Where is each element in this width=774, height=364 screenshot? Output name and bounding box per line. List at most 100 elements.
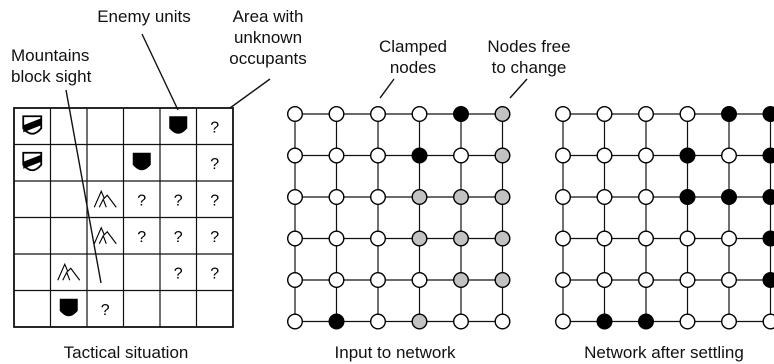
input-node-white	[370, 188, 387, 205]
enemy-units-text: Enemy units	[97, 7, 191, 26]
unknown-cell-mark: ?	[210, 119, 219, 136]
settled-node-black	[762, 230, 774, 247]
input-node-gray	[494, 147, 511, 164]
input-node-white	[328, 147, 345, 164]
input-node-white	[370, 147, 387, 164]
settled-node-white	[555, 188, 572, 205]
enemy-shield-shape	[169, 116, 188, 134]
settled-node-white	[596, 105, 613, 122]
settled-node-white	[679, 105, 696, 122]
enemy-units-label: Enemy units	[88, 6, 200, 27]
enemy-shield-icon	[59, 298, 78, 317]
caption-input: Input to network	[334, 343, 456, 362]
friendly-shield-band	[23, 154, 42, 169]
settled-node-white	[721, 272, 738, 289]
input-node-white	[287, 188, 304, 205]
input-node-white	[370, 105, 387, 122]
mountains-pointer	[65, 89, 102, 284]
caption-tactical: Tactical situation	[63, 343, 189, 362]
clamped-nodes-line-1: Clamped	[378, 37, 448, 56]
settled-node-white	[721, 147, 738, 164]
input-node-gray	[453, 230, 470, 247]
input-node-white	[494, 313, 511, 330]
unknown-area-label: Area with unknown occupants	[218, 6, 318, 69]
settled-node-white	[638, 230, 655, 247]
input-node-white	[328, 230, 345, 247]
enemy-shield-icon	[169, 116, 188, 134]
unknown-area-pointer	[229, 78, 271, 109]
settled-node-white	[638, 188, 655, 205]
input-node-white	[453, 313, 470, 330]
unknown-cell-mark: ?	[174, 192, 183, 209]
settled-node-white	[555, 147, 572, 164]
settled-node-white	[638, 105, 655, 122]
input-node-white	[287, 105, 304, 122]
input-node-gray	[411, 313, 428, 330]
pointer-lines	[65, 33, 528, 284]
free-nodes-label: Nodes free to change	[474, 36, 584, 78]
friendly-shield-icon	[22, 151, 43, 172]
input-node-gray	[453, 188, 470, 205]
input-node-white	[370, 272, 387, 289]
friendly-shield-band	[23, 118, 42, 133]
input-node-gray	[453, 272, 470, 289]
settled-node-white	[638, 272, 655, 289]
mountains-line-2: block sight	[11, 67, 92, 86]
mountain-icon	[57, 262, 81, 281]
input-node-white	[328, 188, 345, 205]
unknown-cell-mark: ?	[210, 229, 219, 246]
settled-node-white	[596, 188, 613, 205]
settled-node-white	[555, 105, 572, 122]
unknown-cell-mark: ?	[210, 156, 219, 173]
unknown-cell-mark: ?	[210, 192, 219, 209]
settled-node-black	[762, 272, 774, 288]
settled-node-white	[721, 313, 738, 330]
settled-node-white	[596, 230, 613, 247]
input-node-black	[453, 105, 470, 122]
input-network	[287, 105, 511, 330]
settled-node-black	[596, 313, 613, 330]
input-node-white	[411, 272, 428, 289]
unknown-cell-mark: ?	[210, 265, 219, 282]
clamped-nodes-line-2: nodes	[389, 58, 437, 77]
free-nodes-line-2: to change	[491, 58, 567, 77]
settled-node-black	[638, 313, 655, 330]
mountain-icon	[93, 189, 117, 208]
settled-node-black	[679, 147, 696, 164]
mountain-outline	[93, 226, 117, 245]
input-node-black	[411, 147, 428, 164]
input-node-gray	[411, 230, 428, 247]
tactical-grid: ???????????	[13, 107, 234, 328]
unknown-area-line-3: occupants	[229, 49, 307, 68]
enemy-shield-shape	[132, 152, 151, 171]
mountains-label: Mountains block sight	[11, 45, 91, 87]
unknown-area-line-2: unknown	[233, 28, 303, 47]
clamped-nodes-pointer	[379, 78, 395, 99]
input-node-white	[287, 272, 304, 289]
settled-node-white	[555, 272, 572, 289]
input-node-white	[287, 147, 304, 164]
mountain-outline	[93, 189, 117, 208]
clamped-nodes-label: Clamped nodes	[365, 36, 461, 78]
unknown-cell-mark: ?	[174, 265, 183, 282]
input-node-white	[328, 272, 345, 289]
enemy-shield-icon	[132, 152, 151, 171]
enemy-shield-shape	[59, 298, 78, 317]
settled-node-black	[721, 105, 738, 122]
free-nodes-pointer	[509, 78, 528, 99]
mountain-outline	[57, 262, 81, 281]
input-node-white	[328, 105, 345, 122]
input-node-black	[328, 313, 345, 330]
settled-node-white	[762, 313, 774, 330]
settled-node-white	[679, 272, 696, 289]
settled-node-white	[555, 313, 572, 330]
input-node-white	[453, 147, 470, 164]
input-node-white	[370, 230, 387, 247]
input-node-white	[287, 230, 304, 247]
settled-node-white	[638, 147, 655, 164]
input-node-gray	[494, 105, 511, 122]
unknown-area-line-1: Area with	[232, 7, 304, 26]
settled-node-white	[555, 230, 572, 247]
